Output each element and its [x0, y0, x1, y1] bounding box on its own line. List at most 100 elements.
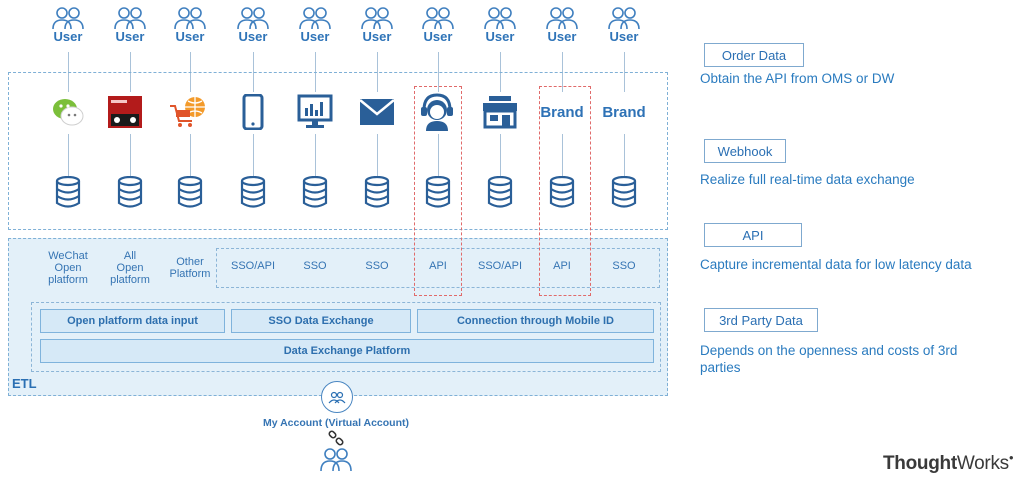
etl-label: ETL [12, 376, 37, 391]
connector-line [315, 134, 316, 178]
user-icon [361, 7, 393, 30]
connector-line [500, 134, 501, 178]
account-label: My Account (Virtual Account) [262, 417, 410, 429]
database-icon [487, 175, 513, 213]
legend-desc-api: Capture incremental data for low latency… [700, 257, 972, 272]
source-label: API [532, 260, 592, 272]
user-label: User [53, 29, 83, 44]
source-label: SSO/API [470, 260, 530, 272]
user-node: User [352, 6, 402, 44]
online-shop-icon [166, 90, 210, 134]
user-node: User [599, 6, 649, 44]
source-label-line: SSO [365, 260, 389, 272]
source-label-line: Other [176, 256, 204, 268]
source-label-line: SSO [303, 260, 327, 272]
data-exchange-platform-pill: Data Exchange Platform [40, 339, 654, 363]
connector-line [130, 134, 131, 178]
database-icon [240, 175, 266, 213]
user-label: User [115, 29, 145, 44]
source-label-line: Open [116, 262, 144, 274]
user-icon [299, 7, 331, 30]
users-group-icon [321, 381, 353, 413]
legend-tag-order-data: Order Data [704, 43, 804, 67]
open-platform-input-pill: Open platform data input [40, 309, 225, 333]
desktop-chart-icon [293, 90, 337, 134]
source-label-line: platform [48, 274, 88, 286]
source-label: SSO [285, 260, 345, 272]
user-label: User [547, 29, 577, 44]
source-label-line: SSO [612, 260, 636, 272]
connector-line [624, 134, 625, 178]
source-label-line: API [429, 260, 447, 272]
user-node: User [105, 6, 155, 44]
legend-desc-webhook: Realize full real-time data exchange [700, 172, 915, 187]
source-row-box [216, 248, 660, 288]
source-label-line: SSO/API [477, 260, 523, 272]
user-icon [237, 7, 269, 30]
source-label-line: Open [54, 262, 82, 274]
customer-service-icon [415, 90, 459, 134]
chain-link-icon [328, 430, 344, 451]
user-label: User [485, 29, 515, 44]
database-icon [302, 175, 328, 213]
connector-line [438, 134, 439, 178]
source-label: SSO [594, 260, 654, 272]
tmall-shop-icon [103, 90, 147, 134]
user-label: User [238, 29, 268, 44]
api-highlight-box [414, 86, 462, 296]
channel-area [8, 72, 668, 230]
legend-desc-3rd-party: Depends on the openness and costs of 3rd… [700, 343, 958, 375]
user-label: User [300, 29, 330, 44]
brand-logo: Brand [602, 103, 646, 121]
source-label-line: SSO/API [230, 260, 276, 272]
user-node: User [43, 6, 93, 44]
user-icon [484, 7, 516, 30]
user-icon [319, 446, 353, 477]
source-label: SSO [347, 260, 407, 272]
mobile-id-connection-pill: Connection through Mobile ID [417, 309, 654, 333]
database-icon [611, 175, 637, 213]
database-icon [55, 175, 81, 213]
legend-tag-3rd-party: 3rd Party Data [704, 308, 818, 332]
user-icon [174, 7, 206, 30]
user-icon [422, 7, 454, 30]
user-icon [114, 7, 146, 30]
database-icon [177, 175, 203, 213]
email-icon [355, 90, 399, 134]
legend-tag-api: API [704, 223, 802, 247]
brand-logo: Brand [540, 103, 584, 121]
source-label-line: platform [110, 274, 150, 286]
source-label: SSO/API [223, 260, 283, 272]
user-node: User [165, 6, 215, 44]
user-icon [546, 7, 578, 30]
user-node: User [413, 6, 463, 44]
sso-data-exchange-pill: SSO Data Exchange [231, 309, 411, 333]
source-label-line: All [123, 250, 137, 262]
database-icon [549, 175, 575, 213]
user-label: User [175, 29, 205, 44]
wechat-icon [46, 90, 90, 134]
api-highlight-box [539, 86, 591, 296]
source-label-line: Platform [169, 268, 211, 280]
source-label-line: WeChat [48, 250, 88, 262]
user-label: User [362, 29, 392, 44]
database-icon [425, 175, 451, 213]
database-icon [364, 175, 390, 213]
thoughtworks-logo: ThoughtWorks● [883, 453, 1014, 474]
connector-line [253, 134, 254, 178]
user-icon [52, 7, 84, 30]
source-label-line: API [553, 260, 571, 272]
store-icon [478, 90, 522, 134]
mobile-phone-icon [231, 90, 275, 134]
platform-box [31, 302, 661, 372]
connector-line [190, 134, 191, 178]
user-node: User [290, 6, 340, 44]
user-node: User [537, 6, 587, 44]
database-icon [117, 175, 143, 213]
legend-desc-order-data: Obtain the API from OMS or DW [700, 71, 895, 86]
source-label: API [408, 260, 468, 272]
connector-line [562, 134, 563, 178]
